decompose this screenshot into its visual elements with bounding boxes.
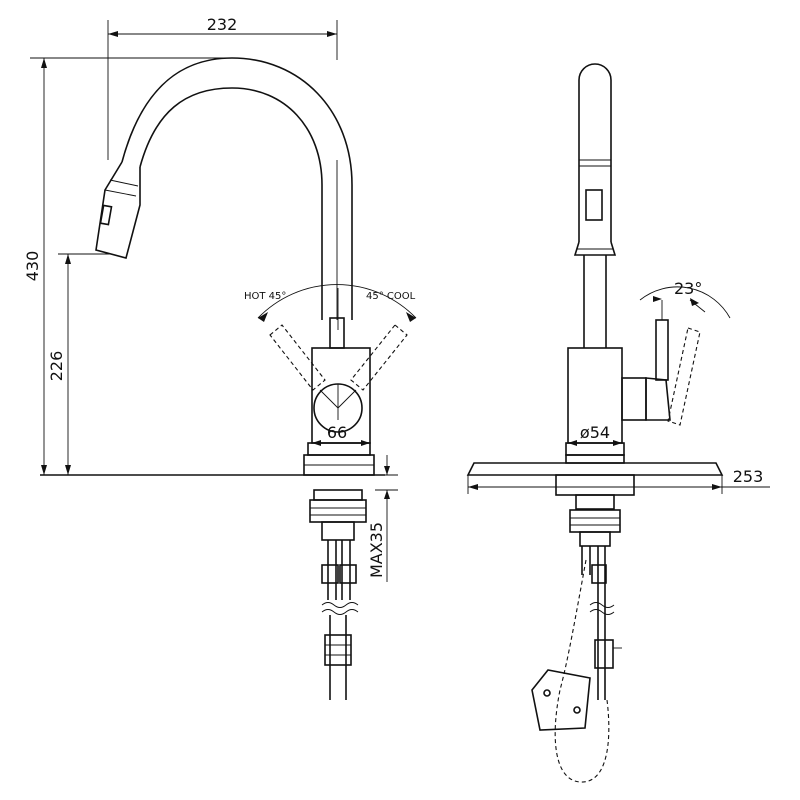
dim-spout-reach: 232 [207, 15, 238, 34]
dim-base-diameter-front: 66 [327, 423, 347, 442]
side-spout [578, 63, 612, 242]
side-base-plate [466, 462, 724, 476]
dim-base-diameter-side: ø54 [580, 423, 610, 442]
handle-hot-position [269, 324, 326, 391]
front-view: 232 430 226 66 HOT 45° 45° COOL MAX35 [23, 15, 417, 700]
side-handle-rotated [667, 327, 701, 426]
spout-outer-outline [121, 57, 353, 320]
side-handle [645, 377, 671, 421]
handle-stub [329, 317, 345, 349]
label-cool-angle: 45° COOL [366, 291, 416, 302]
spray-head [95, 161, 141, 259]
spout-inner-outline [139, 87, 323, 320]
hose-weight [531, 669, 591, 731]
pull-out-hose [554, 559, 610, 783]
dim-total-height: 430 [23, 251, 42, 282]
label-hot-angle: HOT 45° [244, 291, 286, 302]
dim-spout-height: 226 [47, 351, 66, 382]
dim-plate-width: 253 [733, 467, 764, 486]
dim-max-thickness: MAX35 [367, 522, 386, 578]
side-view: 23° ø54 [466, 63, 770, 783]
handle-cool-position [350, 324, 408, 391]
dim-lever-angle: 23° [674, 279, 702, 298]
